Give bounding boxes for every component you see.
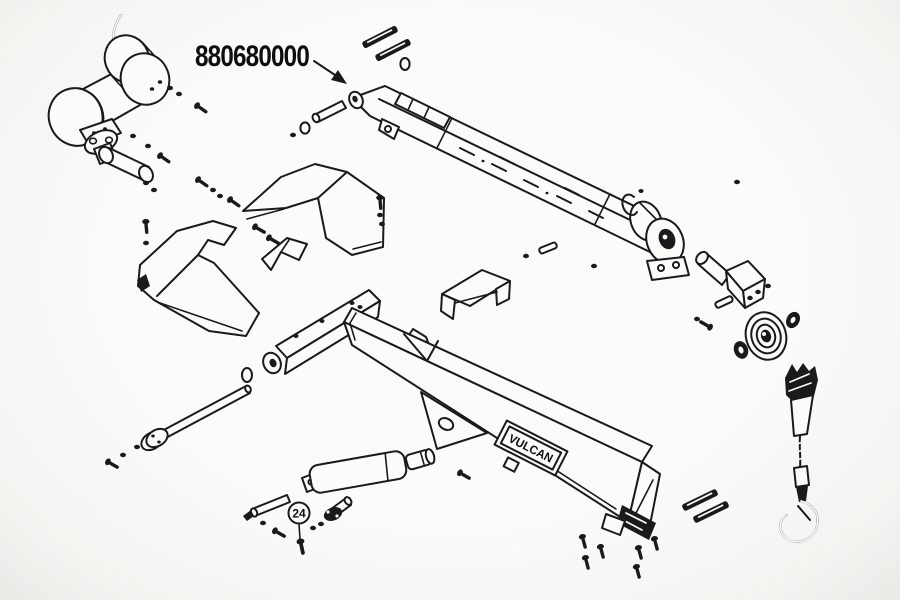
callout-arrowhead-icon	[331, 70, 347, 84]
callout-arrow-line	[313, 60, 339, 78]
wire-cable	[798, 435, 802, 469]
boom-seam-dashes	[459, 147, 604, 219]
item-24-callout: 24	[287, 501, 311, 556]
inner-boom	[299, 85, 690, 281]
bolt-dot-icon	[176, 91, 182, 97]
screw-icon	[578, 533, 590, 550]
hook-and-cable-assembly	[779, 363, 819, 543]
bolt-dot-icon	[143, 240, 149, 246]
hydraulic-cylinder	[301, 448, 436, 494]
bolt-dot-icon	[290, 132, 296, 138]
bolt-dot-icon	[151, 187, 157, 193]
bolt-dot-icon	[143, 180, 149, 186]
bolt-dot-icon	[591, 263, 597, 269]
key-icon	[537, 240, 559, 256]
bolt-dot-icon	[120, 452, 126, 458]
clevis-stud	[323, 496, 353, 521]
item-callout-number: 24	[292, 507, 306, 521]
sheave-pulley	[733, 311, 800, 361]
bolt-dot-icon	[167, 85, 173, 91]
bolt-dot-icon	[210, 187, 216, 193]
bolt-dot-icon	[260, 520, 266, 526]
fasteners	[103, 85, 771, 580]
wear-pad	[394, 92, 451, 129]
retaining-clip-icon	[621, 193, 638, 216]
key-icon	[713, 294, 735, 310]
screw-icon	[634, 544, 646, 561]
cable-plate	[790, 394, 814, 437]
screw-icon	[141, 218, 151, 235]
inner-boom-body	[351, 85, 667, 253]
screw-icon	[155, 151, 173, 166]
bolt-dot-icon	[379, 221, 385, 227]
cable-fork-end	[785, 363, 818, 405]
bolt-dot-icon	[310, 525, 316, 531]
o-ring-icon	[399, 57, 411, 71]
bolt-dot-icon	[523, 253, 529, 259]
screw-icon	[192, 101, 210, 116]
small-pin	[243, 494, 291, 521]
o-ring-icon	[241, 367, 253, 383]
callout-leader-line	[298, 523, 301, 540]
screw-icon	[103, 457, 121, 472]
screw-icon	[650, 535, 662, 552]
cylinder-rod-end	[404, 448, 436, 471]
u-channel-bracket	[440, 269, 511, 320]
o-ring-icon	[299, 121, 311, 135]
screw-icon	[250, 222, 268, 237]
top-mounting-keys	[360, 24, 413, 71]
winch-drum-front	[119, 52, 171, 106]
winch-assembly	[47, 14, 171, 184]
bolt-dot-icon	[694, 316, 700, 322]
bolt-dot-icon	[134, 444, 140, 450]
boss-bracket	[646, 256, 690, 281]
outer-boom: VULCAN	[343, 307, 661, 540]
boom-gusset	[420, 391, 488, 450]
screw-icon	[270, 526, 288, 541]
bolt-dot-icon	[377, 212, 383, 218]
bolt-dot-icon	[130, 133, 136, 139]
clevis-pin-bracket	[695, 250, 766, 310]
key-pin-icon	[360, 24, 400, 50]
angle-bracket	[261, 237, 308, 271]
left-cover-plate	[137, 220, 260, 337]
part-number-callout: 880680000	[195, 40, 347, 84]
screw-icon	[225, 195, 243, 210]
bottom-mounting-keys	[680, 487, 731, 525]
cylinder-body	[308, 450, 408, 494]
bolt-icon	[295, 537, 308, 556]
pivot-rod	[140, 367, 253, 452]
screw-icon	[596, 543, 608, 560]
bolt-dot-icon	[765, 283, 771, 289]
bolt-dot-icon	[734, 179, 740, 185]
screw-icon	[632, 563, 644, 580]
screw-icon	[697, 317, 715, 332]
part-number-label: 880680000	[195, 40, 309, 73]
bolt-dot-icon	[318, 521, 324, 527]
bolt-dot-icon	[145, 143, 151, 149]
cable-swage	[793, 465, 810, 488]
rod-flange	[145, 427, 169, 449]
right-cover-plate	[242, 163, 385, 256]
screw-icon	[455, 468, 473, 483]
screw-icon	[193, 175, 211, 190]
bolt-dot-icon	[217, 193, 223, 199]
screw-icon	[581, 554, 593, 571]
